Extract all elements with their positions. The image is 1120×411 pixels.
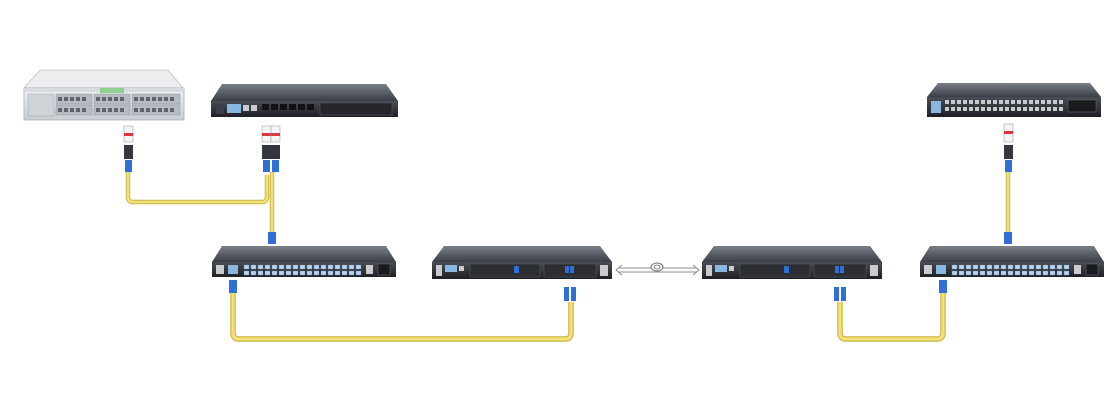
fiber-cable-mux-to-transponder-left [230, 292, 574, 342]
dwdm-mux-icon[interactable] [920, 246, 1104, 277]
long-haul-link [615, 262, 700, 276]
sfp-transceiver-icon [1003, 123, 1014, 172]
fiber-cable-router-to-mux [125, 172, 270, 205]
sfp-transceiver-icon [123, 125, 134, 172]
lc-connector-icon [939, 280, 947, 293]
fiber-spool-icon [650, 262, 664, 272]
dwdm-mux-icon[interactable] [212, 246, 396, 277]
router-chassis-icon[interactable] [23, 69, 185, 121]
fiber-cables [125, 172, 1011, 342]
transponder-chassis-icon[interactable] [432, 246, 612, 279]
rack-server-icon[interactable] [211, 84, 398, 117]
fiber-cable-transponder-right-to-mux [837, 292, 946, 342]
lc-connector-icon [229, 280, 237, 293]
lc-connector-icon [564, 287, 576, 301]
lc-connector-icon [834, 287, 846, 301]
transponder-chassis-icon[interactable] [702, 246, 882, 279]
lc-connector-icon [1004, 232, 1012, 244]
fiber-connectors [123, 123, 1014, 301]
lc-connector-icon [268, 232, 276, 244]
ethernet-switch-icon[interactable] [927, 83, 1101, 117]
sfp-transceiver-icon [261, 125, 281, 172]
